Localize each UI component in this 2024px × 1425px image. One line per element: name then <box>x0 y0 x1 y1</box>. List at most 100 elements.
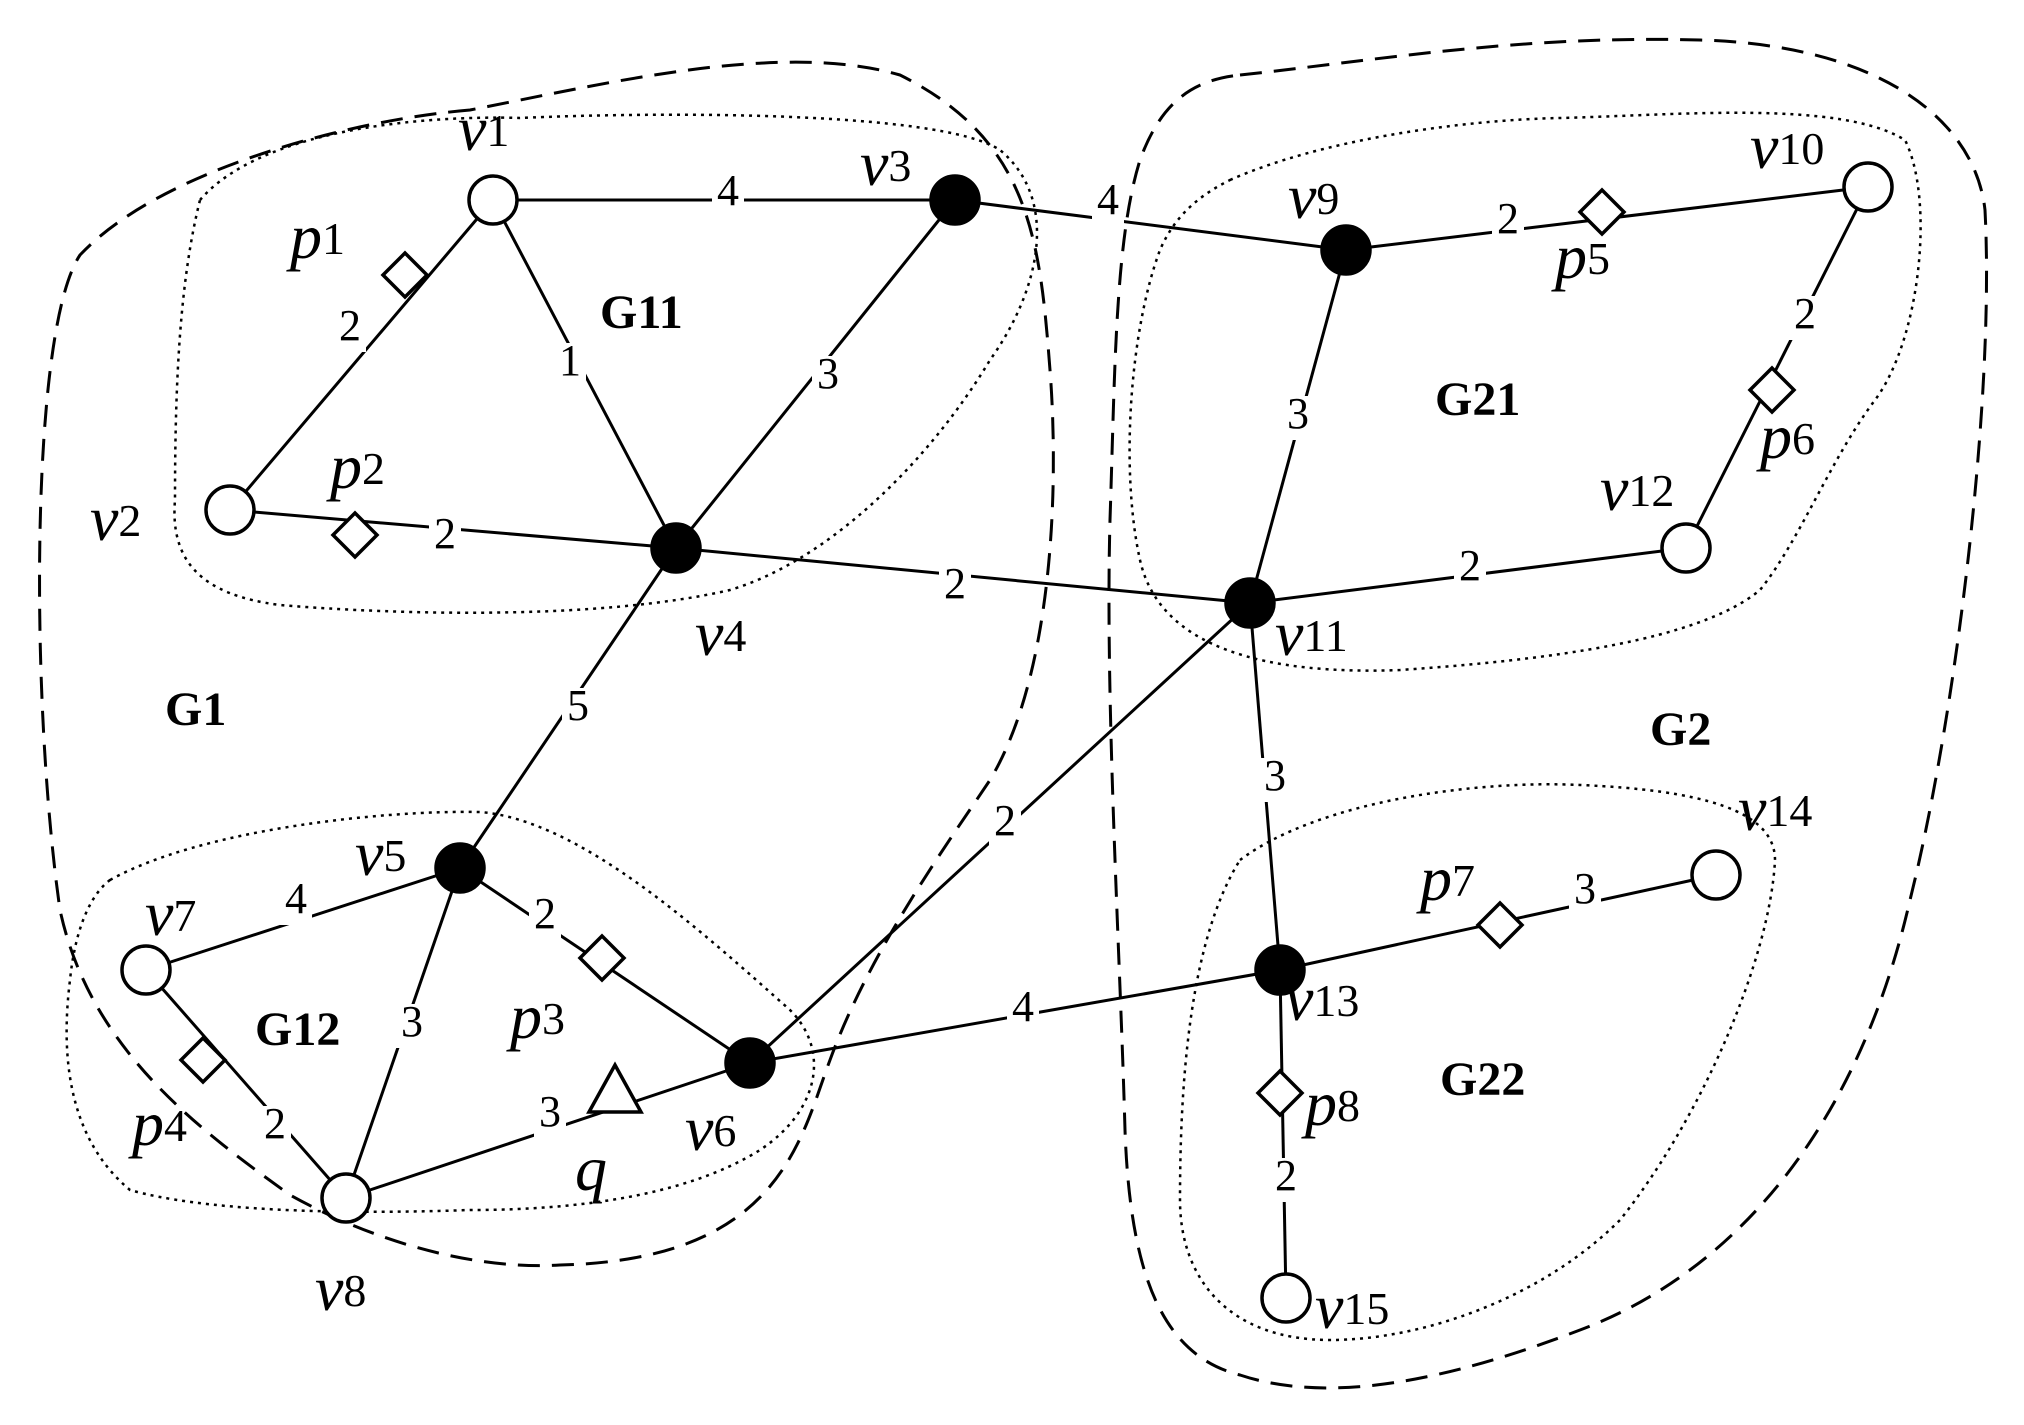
group-label-G1: G1 <box>165 683 226 736</box>
edge-weight-bg <box>1454 548 1486 592</box>
edge-weight-bg <box>1092 182 1124 226</box>
edge-weight-v1-v3: 4 <box>717 166 739 215</box>
label-v10: v10 <box>1750 111 1824 182</box>
label-v13: v13 <box>1285 963 1359 1034</box>
region-G11-boundary <box>173 113 1039 614</box>
edge-weight-v3-v9: 4 <box>1097 175 1119 224</box>
edge-weight-v4-v11: 2 <box>944 559 966 608</box>
edge-weight-bg <box>554 343 586 387</box>
label-v7: v7 <box>145 878 196 949</box>
label-v1: v1 <box>458 93 509 164</box>
edge-weight-v6-v11: 2 <box>994 796 1016 845</box>
label-v2: v2 <box>90 483 141 554</box>
edge-weight-bg <box>1259 758 1291 802</box>
edge-weight-bg <box>1007 989 1039 1033</box>
label-v11: v11 <box>1275 598 1348 669</box>
label-v5: v5 <box>355 818 406 889</box>
edge-weight-bg <box>259 1106 291 1150</box>
label-v6: v6 <box>685 1093 736 1164</box>
edge-weight-bg <box>534 1094 566 1138</box>
group-label-G22: G22 <box>1440 1053 1525 1106</box>
edge-v7-v8 <box>144 969 348 1199</box>
edge-weight-v9-v10: 2 <box>1497 194 1519 243</box>
label-p7: p7 <box>1416 843 1475 914</box>
label-v9: v9 <box>1288 161 1339 232</box>
edge-weight-v3-v4: 3 <box>817 349 839 398</box>
region-G12-boundary <box>65 810 816 1214</box>
edge-weight-bg <box>1492 201 1524 245</box>
edge-weight-bg <box>989 803 1021 847</box>
label-p2: p2 <box>326 431 385 502</box>
edge-weight-v7-v8: 2 <box>264 1099 286 1148</box>
vertex-v3 <box>929 174 981 226</box>
vertex-v15 <box>1260 1272 1312 1324</box>
vertex-v14 <box>1690 849 1742 901</box>
edge-weight-bg <box>396 1004 428 1048</box>
edge-weight-bg <box>562 688 594 732</box>
label-q: q <box>575 1133 607 1204</box>
edge-weight-v13-v15: 2 <box>1275 1151 1297 1200</box>
edge-weight-bg <box>280 881 312 925</box>
edge-weight-v9-v11: 3 <box>1287 389 1309 438</box>
label-v3: v3 <box>860 128 911 199</box>
vertex-v2 <box>204 484 256 536</box>
edge-weight-bg <box>529 896 561 940</box>
edge-weight-bg <box>429 516 461 560</box>
edge-weight-v8-v6: 3 <box>539 1087 561 1136</box>
group-label-G11: G11 <box>600 286 683 339</box>
vertex-v7 <box>120 944 172 996</box>
poi-p6 <box>1747 365 1797 415</box>
vertex-v10 <box>1842 161 1894 213</box>
edge-weight-v4-v5: 5 <box>567 681 589 730</box>
vertex-v12 <box>1660 522 1712 574</box>
edge-weight-bg <box>334 308 366 352</box>
edge-weight-v10-v12: 2 <box>1794 289 1816 338</box>
vertex-v13 <box>1254 944 1306 996</box>
query-point-q <box>586 1061 644 1114</box>
label-v4: v4 <box>695 598 746 669</box>
vertex-v9 <box>1320 224 1372 276</box>
poi-p2 <box>330 510 380 560</box>
label-p8: p8 <box>1301 1068 1360 1139</box>
group-label-G2: G2 <box>1650 703 1711 756</box>
label-v8: v8 <box>315 1253 366 1324</box>
edge-v1-v2 <box>228 199 495 511</box>
label-p1: p1 <box>286 201 345 272</box>
vertex-v5 <box>434 842 486 894</box>
edge-weight-bg <box>939 566 971 610</box>
poi-p1 <box>380 250 430 300</box>
group-label-G12: G12 <box>255 1003 340 1056</box>
edge-weight-bg <box>812 356 844 400</box>
region-G22-boundary <box>1178 783 1777 1342</box>
edge-weight-v1-v2: 2 <box>339 301 361 350</box>
vertex-v8 <box>320 1172 372 1224</box>
vertex-v11 <box>1224 577 1276 629</box>
edge-weight-v5-v7: 4 <box>285 874 307 923</box>
edge-weight-v13-v14: 3 <box>1574 864 1596 913</box>
edge-weight-v6-v13: 4 <box>1012 982 1034 1031</box>
edge-weight-v11-v13: 3 <box>1264 751 1286 800</box>
edge-weight-bg <box>1282 396 1314 440</box>
edge-weight-v1-v4: 1 <box>559 336 581 385</box>
edge-weight-v5-v8: 3 <box>401 997 423 1046</box>
vertex-v1 <box>467 174 519 226</box>
poi-p3 <box>577 933 627 983</box>
edge-v3-v9 <box>954 198 1347 252</box>
edge-weight-bg <box>1270 1158 1302 1202</box>
region-G1-boundary <box>38 60 1055 1268</box>
edge-weight-bg <box>712 173 744 217</box>
edge-v13-v15 <box>1278 969 1288 1299</box>
edge-v10-v12 <box>1684 186 1870 549</box>
label-p5: p5 <box>1551 221 1610 292</box>
poi-p4 <box>178 1035 228 1085</box>
poi-p5 <box>1577 187 1627 237</box>
poi-p7 <box>1475 900 1525 950</box>
edge-weight-v5-v6: 2 <box>534 889 556 938</box>
edge-weight-v11-v12: 2 <box>1459 541 1481 590</box>
edge-weight-v2-v4: 2 <box>434 509 456 558</box>
vertex-v4 <box>650 522 702 574</box>
label-v14: v14 <box>1738 773 1812 844</box>
vertex-v6 <box>724 1037 776 1089</box>
edge-weight-bg <box>1789 296 1821 340</box>
